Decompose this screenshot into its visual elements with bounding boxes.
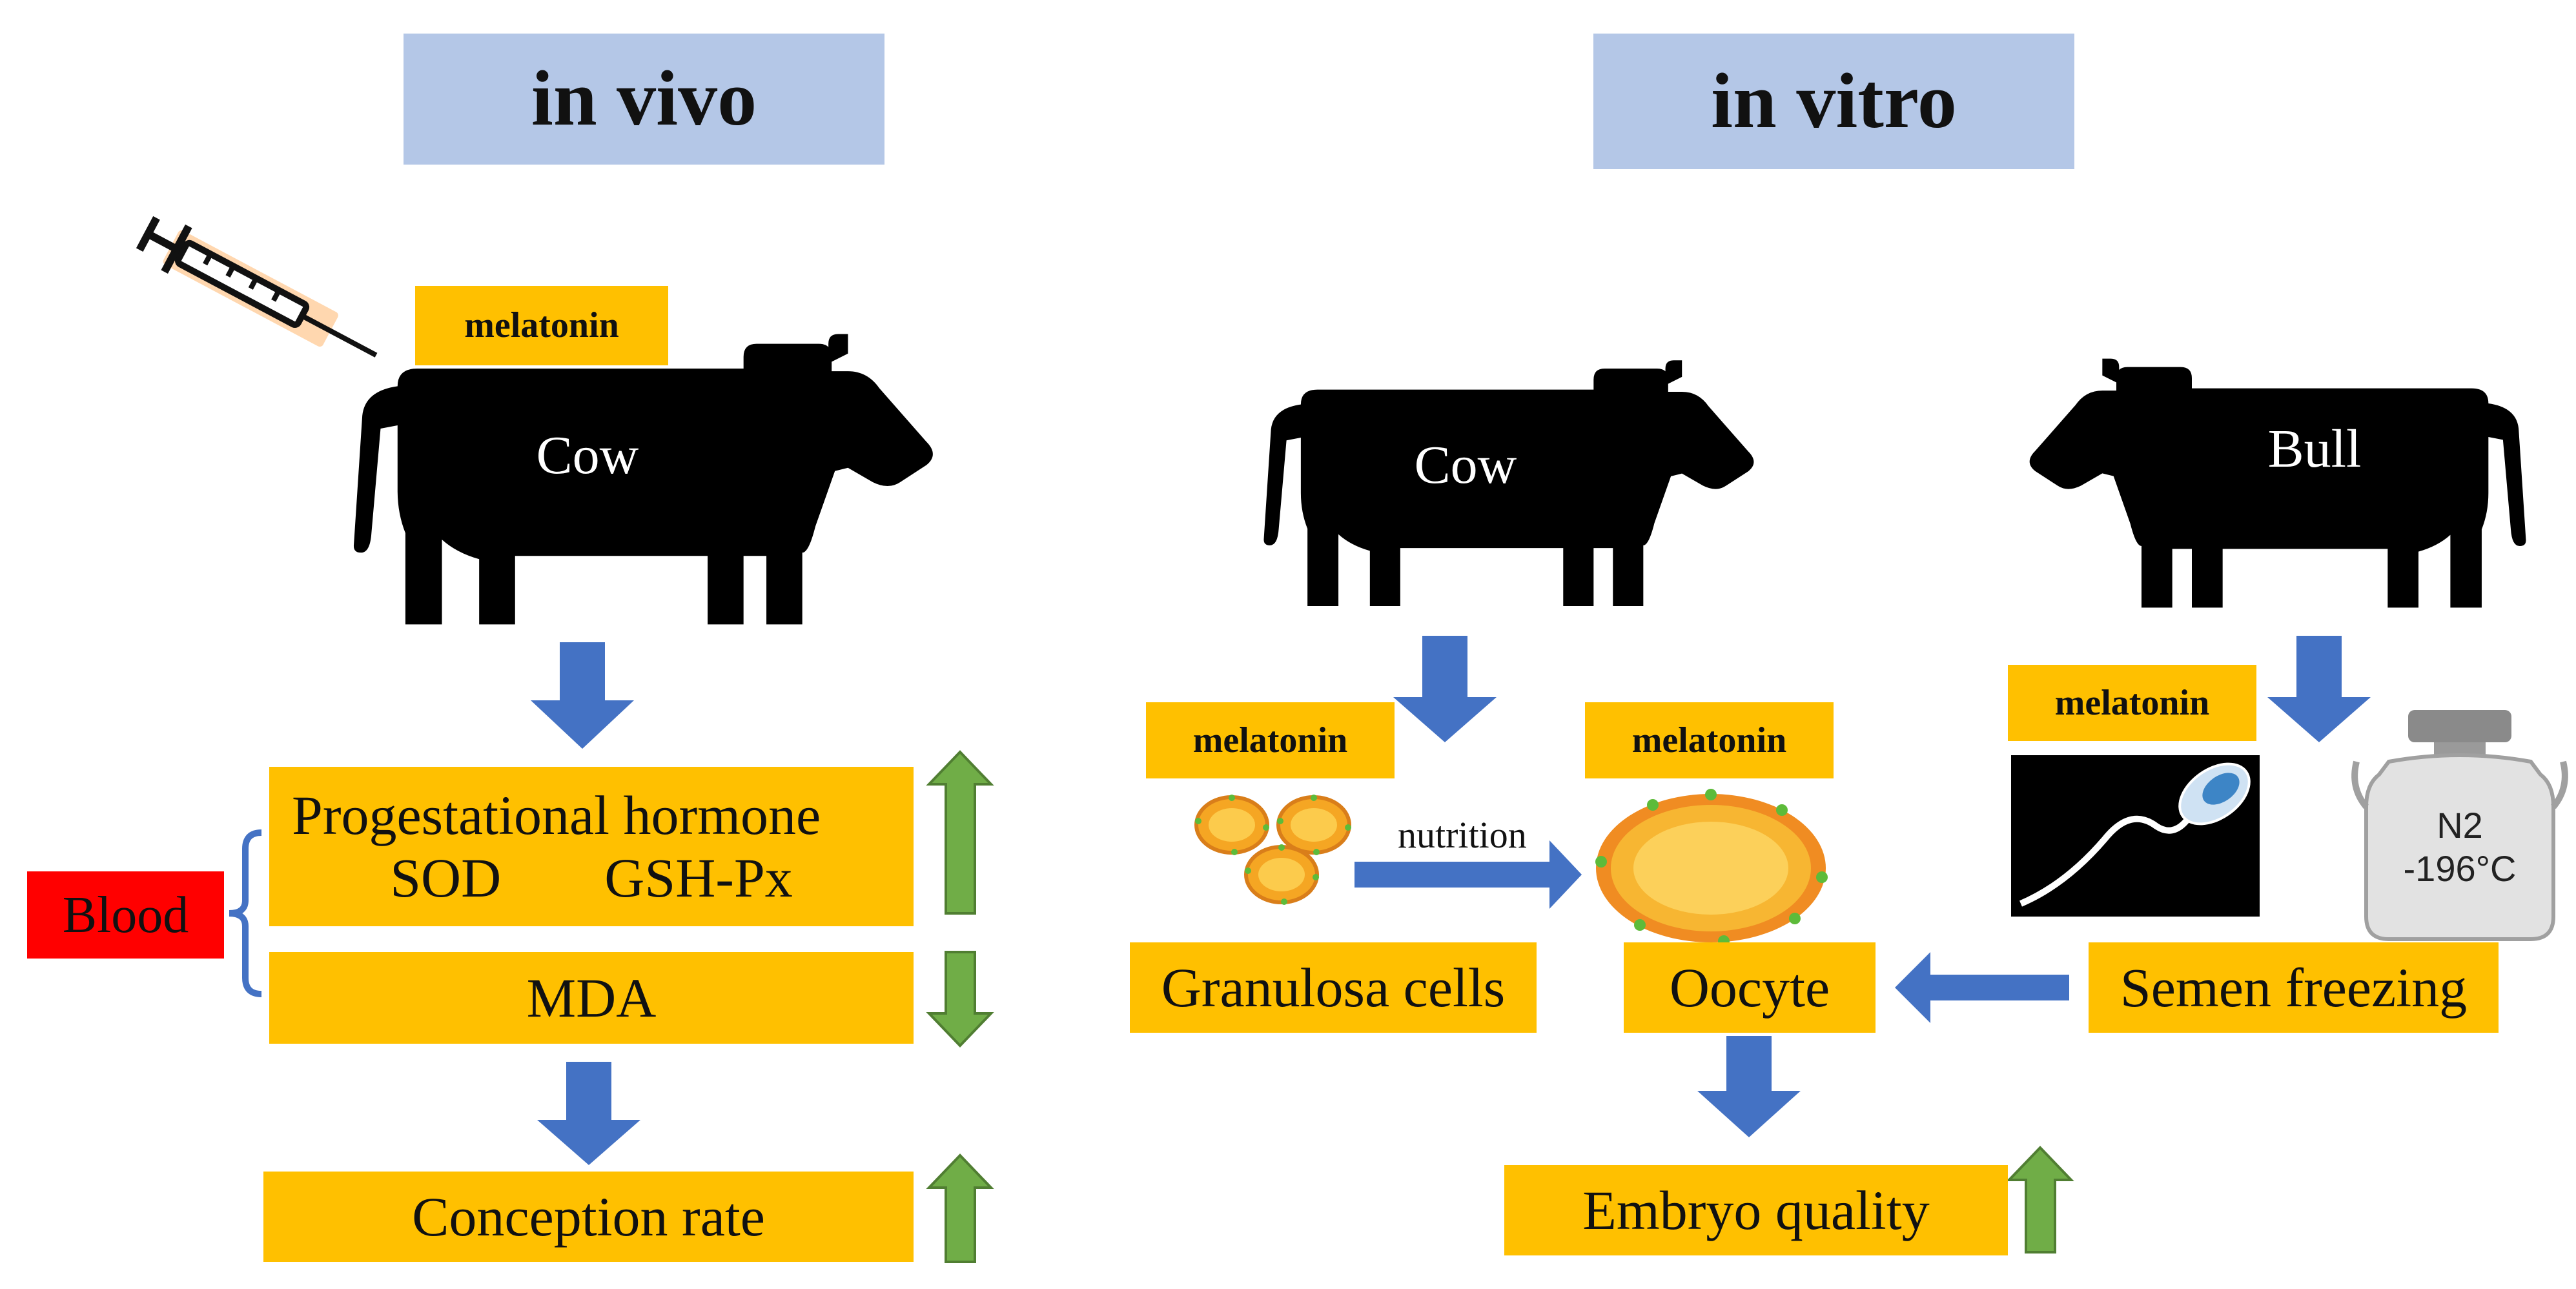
blue-arrow-down [2267, 636, 2371, 742]
sperm-icon [2011, 755, 2260, 917]
antioxidant-row: SOD GSH-Px [269, 846, 914, 909]
progestational-box: Progestational hormone SOD GSH-Px [269, 767, 914, 926]
tank-line-2: -196°C [2403, 848, 2517, 889]
blood-bracket [229, 829, 262, 997]
blue-arrow-right [1354, 840, 1582, 909]
blue-arrow-down [531, 642, 634, 749]
cow-label-vitro: Cow [1414, 434, 1517, 495]
sod-label: SOD [390, 846, 502, 909]
embryo-quality-box: Embryo quality [1504, 1165, 2008, 1255]
hormone-label: Progestational hormone [292, 784, 821, 847]
nitrogen-tank-icon [2351, 710, 2568, 941]
melatonin-label-granulosa: melatonin [1146, 702, 1395, 778]
blood-label: Blood [27, 871, 224, 959]
granulosa-cell-icon [1195, 795, 1269, 855]
melatonin-label-semen: melatonin [2008, 665, 2256, 741]
mda-box: MDA [269, 952, 914, 1044]
tank-line-1: N2 [2437, 805, 2483, 846]
green-arrow-down [926, 951, 994, 1048]
green-arrow-up [926, 1153, 994, 1263]
semen-freezing-box: Semen freezing [2089, 942, 2499, 1033]
granulosa-cells-box: Granulosa cells [1130, 942, 1537, 1033]
nutrition-label: nutrition [1398, 814, 1527, 856]
blue-arrow-down [1393, 636, 1497, 742]
melatonin-label-vivo: melatonin [415, 286, 668, 365]
blue-arrow-down [1697, 1036, 1801, 1137]
cow-label-vivo: Cow [536, 425, 639, 485]
melatonin-label-oocyte: melatonin [1585, 702, 1834, 778]
green-arrow-up [926, 750, 994, 915]
blue-arrow-left [1895, 952, 2069, 1023]
oocyte-icon [1595, 789, 1828, 947]
gsh-px-label: GSH-Px [604, 846, 793, 909]
conception-rate-box: Conception rate [263, 1172, 914, 1262]
nitrogen-tank-text: N2 -196°C [2389, 804, 2531, 890]
in-vivo-header: in vivo [404, 34, 884, 165]
blue-arrow-down [537, 1062, 640, 1165]
in-vitro-header: in vitro [1593, 34, 2074, 169]
green-arrow-up [2006, 1146, 2074, 1253]
bull-label: Bull [2267, 418, 2362, 479]
oocyte-box: Oocyte [1624, 942, 1876, 1033]
syringe-icon [136, 216, 378, 358]
